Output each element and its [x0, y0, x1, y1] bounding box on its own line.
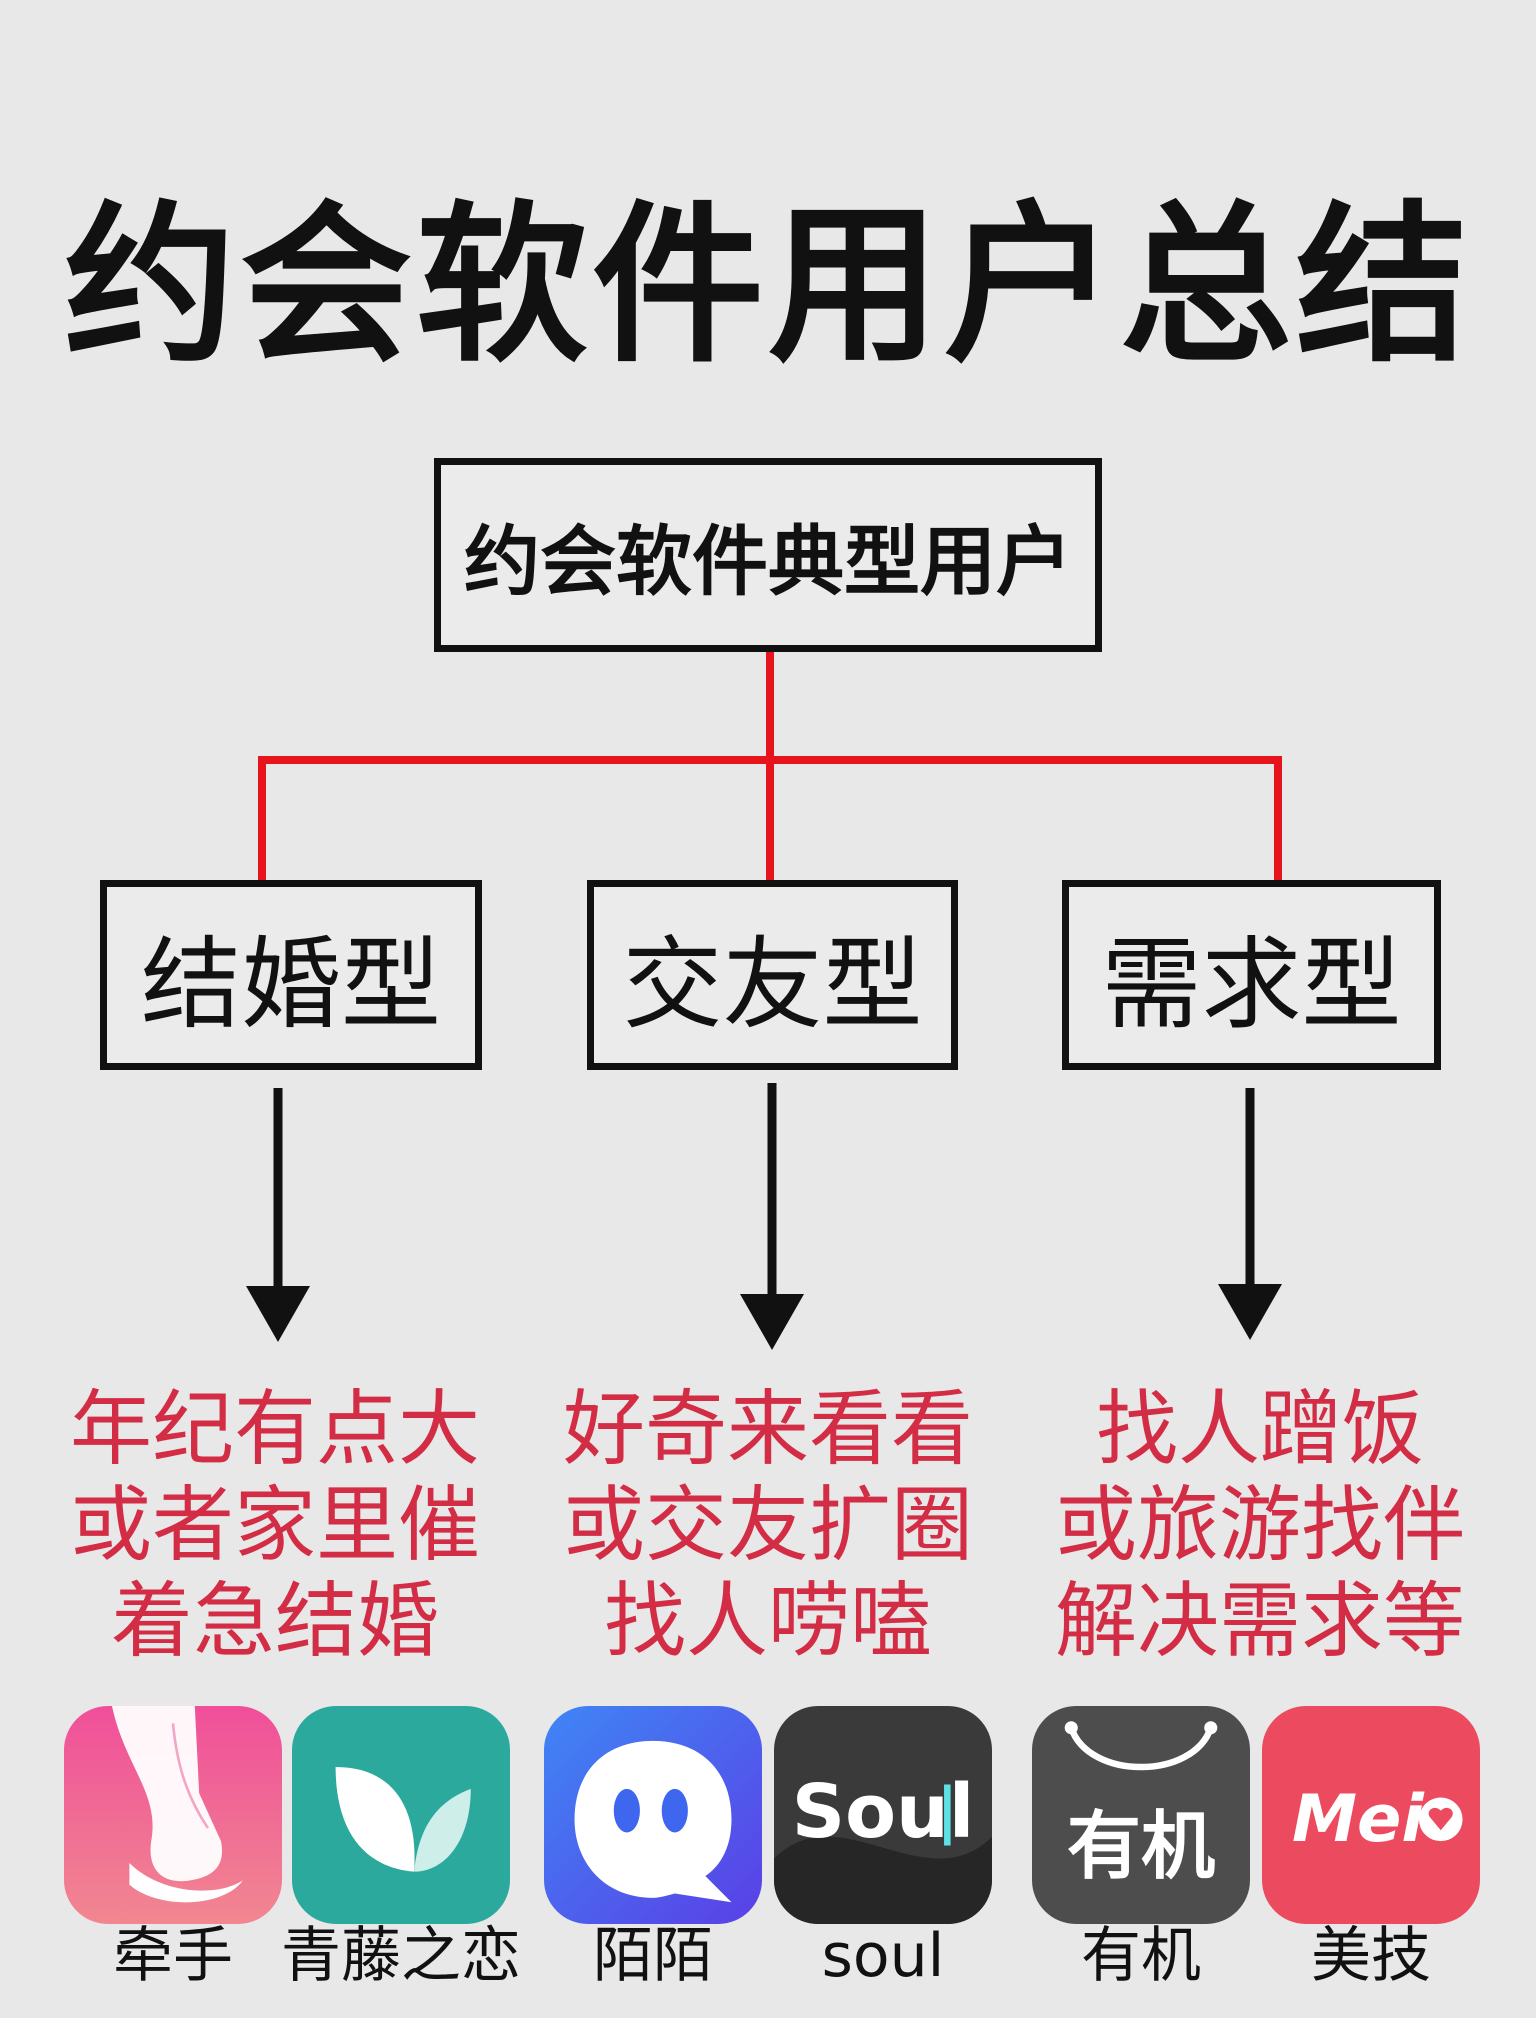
shopping-bag-icon: 有机	[1032, 1706, 1250, 1924]
description-line: 找人唠嗑	[603, 1574, 932, 1669]
down-arrows	[246, 1083, 1282, 1350]
red-tree-connectors	[258, 652, 1282, 880]
mei-logo-icon: Mei	[1262, 1706, 1480, 1924]
app-name-meiji: 美技	[1311, 1921, 1431, 1991]
root-node: 约会软件典型用户	[434, 458, 1102, 652]
arrow-head-3	[1218, 1284, 1282, 1340]
description-friendship: 好奇来看看 或交友扩圈 找人唠嗑	[548, 1382, 988, 1670]
description-line: 或交友扩圈	[562, 1478, 973, 1573]
page-title: 约会软件用户总结	[64, 185, 1472, 386]
app-name-qingteng: 青藤之恋	[281, 1921, 521, 1991]
description-marriage: 年纪有点大 或者家里催 着急结婚	[60, 1382, 490, 1670]
description-line: 着急结婚	[110, 1574, 439, 1669]
app-name-youji: 有机	[1081, 1921, 1201, 1991]
youji-logo-text: 有机	[1067, 1804, 1215, 1890]
description-line: 好奇来看看	[562, 1382, 973, 1477]
category-marriage: 结婚型	[100, 880, 482, 1070]
app-name-momo: 陌陌	[593, 1921, 713, 1991]
category-friendship: 交友型	[587, 880, 958, 1070]
app-name-soul: soul	[821, 1921, 945, 1991]
description-line: 年纪有点大	[69, 1382, 480, 1477]
arrow-head-2	[740, 1294, 804, 1350]
description-line: 或旅游找伴	[1054, 1478, 1465, 1573]
mei-logo-text: Mei	[1292, 1781, 1425, 1857]
soul-logo-text: Soul	[792, 1769, 974, 1855]
chat-bubble-icon	[544, 1706, 762, 1924]
description-line: 找人蹭饭	[1095, 1382, 1424, 1477]
category-needs: 需求型	[1062, 880, 1441, 1070]
description-line: 或者家里催	[69, 1478, 480, 1573]
app-name-qianshou: 牵手	[113, 1921, 233, 1991]
arrow-head-1	[246, 1286, 310, 1342]
description-needs: 找人蹭饭 或旅游找伴 解决需求等	[1040, 1382, 1480, 1670]
leaf-icon	[292, 1706, 510, 1924]
soul-logo-icon: Soul	[774, 1706, 992, 1924]
holding-hands-icon	[64, 1706, 282, 1924]
description-line: 解决需求等	[1054, 1574, 1465, 1669]
